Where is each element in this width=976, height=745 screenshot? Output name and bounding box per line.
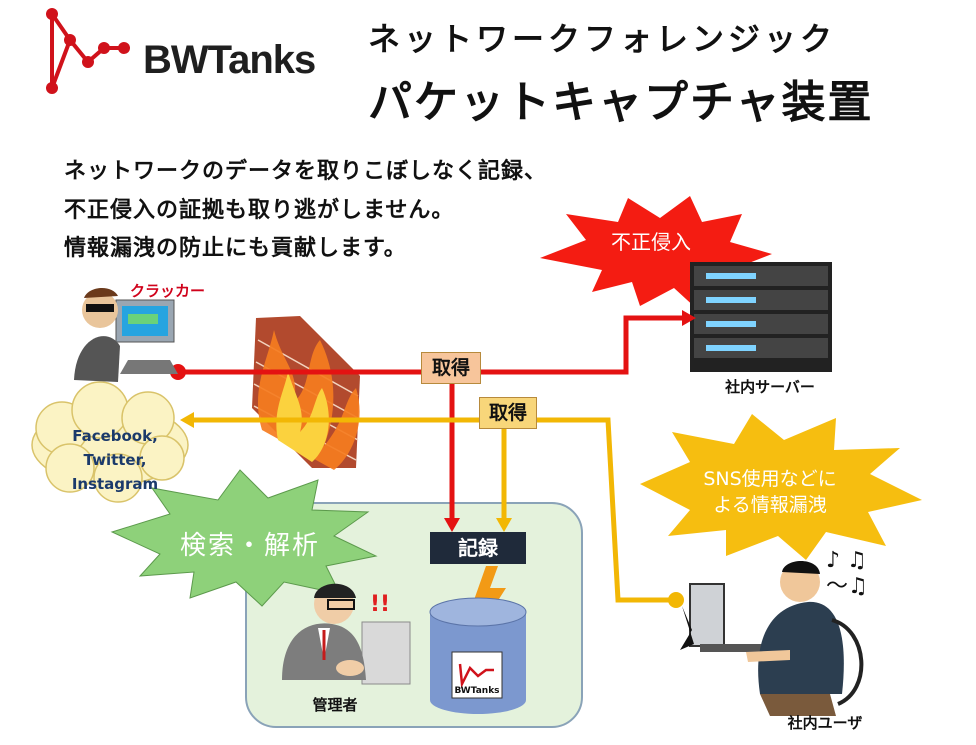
cracker-figure [74, 287, 178, 382]
lead-text-line3: 情報漏洩の防止にも貢献します。 [64, 236, 407, 261]
record-label-box: 記録 [430, 532, 526, 564]
analysis-burst [110, 469, 378, 607]
page-title-line1: ネットワークフォレンジック [368, 20, 837, 58]
server-rack-icon [690, 262, 832, 372]
arrowhead-record-red [444, 518, 460, 532]
user-figure [680, 561, 864, 716]
capture-tag-red: 取得 [421, 352, 481, 384]
sns-leak-line1: SNS使用などに [703, 468, 837, 490]
brand-name: BWTanks [143, 38, 316, 82]
yellow-capture-flow [192, 417, 676, 603]
arrowhead-record-yellow [496, 518, 512, 532]
admin-figure [282, 583, 411, 685]
database-icon [429, 597, 527, 714]
social-cloud-line1: Facebook, Twitter, [72, 427, 158, 469]
arrowhead-server [682, 310, 696, 326]
bwtanks-logo-mark [46, 8, 130, 94]
arrowhead-social [180, 412, 194, 428]
capture-tag-yellow: 取得 [479, 397, 537, 429]
firewall-icon [252, 316, 360, 470]
user-label: 社内ユーザ [787, 714, 863, 732]
social-cloud-label: Facebook, Twitter, Instagram [40, 424, 190, 496]
intrusion-burst-label: 不正侵入 [611, 230, 691, 254]
database-logo-label: BWTanks [454, 686, 500, 696]
lead-text-line2: 不正侵入の証拠も取り逃がしません。 [64, 198, 455, 223]
sns-leak-burst [640, 414, 922, 560]
cracker-label: クラッカー [130, 282, 206, 300]
sns-leak-burst-label: SNS使用などに よる情報漏洩 [680, 466, 860, 518]
sns-leak-line2: よる情報漏洩 [713, 494, 827, 516]
user-endpoint-dot [668, 592, 684, 608]
server-label: 社内サーバー [725, 378, 815, 396]
admin-exclamation: !! [370, 592, 391, 617]
music-notes-icon: ♪ ♫ ～♫ [826, 548, 868, 599]
red-capture-flow [178, 315, 682, 520]
lead-text-line1: ネットワークのデータを取りこぼしなく記録、 [64, 159, 548, 184]
analysis-burst-label: 検索・解析 [179, 531, 320, 561]
admin-label: 管理者 [312, 696, 358, 714]
page-title-line2: パケットキャプチャ装置 [368, 77, 874, 128]
social-cloud-line2: Instagram [71, 475, 159, 493]
social-cloud [31, 381, 189, 503]
